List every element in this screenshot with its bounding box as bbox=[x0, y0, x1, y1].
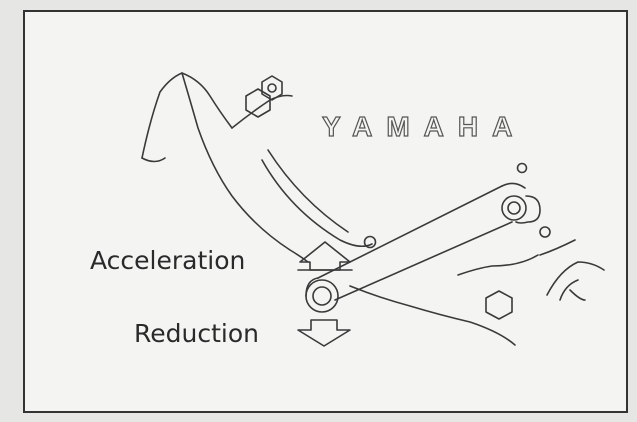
pivot-hardware bbox=[363, 162, 551, 249]
reduction-label: Reduction bbox=[134, 319, 259, 348]
engine-case-outline bbox=[141, 72, 605, 346]
acceleration-label: Acceleration bbox=[90, 246, 246, 275]
hex-bolt-lower bbox=[485, 290, 513, 320]
reduction-arrow-icon bbox=[297, 319, 351, 347]
acceleration-arrow-icon bbox=[297, 241, 353, 271]
hex-bolt-upper bbox=[245, 75, 283, 118]
yamaha-logo-text: YAMAHA bbox=[322, 111, 526, 142]
